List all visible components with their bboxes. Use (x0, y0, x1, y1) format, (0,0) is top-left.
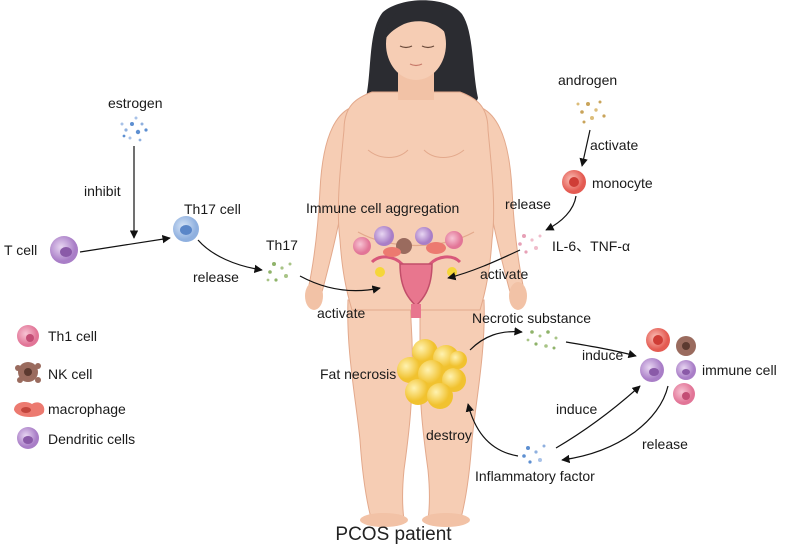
arrows (79, 129, 669, 464)
left-hand (305, 282, 323, 310)
arrow-immune-release (561, 385, 669, 464)
label-immune-cell: immune cell (702, 362, 777, 378)
legend-nk: NK cell (48, 366, 93, 382)
arrow-th17cell-release (197, 239, 263, 273)
nk-cell-icon (15, 362, 41, 383)
arrow-necrotic-induce (565, 341, 637, 359)
label-t-cell: T cell (4, 242, 38, 258)
macrophage-icon (14, 402, 45, 417)
left-leg (347, 299, 413, 523)
torso (337, 91, 495, 311)
arrow-th17-activate (299, 275, 381, 294)
th17-particles-icon (266, 262, 292, 282)
label-androgen: androgen (558, 72, 618, 88)
label-estrogen: estrogen (108, 95, 163, 111)
figure-caption: PCOS patient (335, 524, 452, 545)
label-necrotic: Necrotic substance (472, 310, 592, 326)
label-monocyte: monocyte (592, 175, 653, 191)
immune-cell-cluster-icon (640, 328, 696, 405)
label-activate-top: activate (590, 137, 639, 153)
label-induce-bottom: induce (556, 401, 598, 417)
label-th17: Th17 (266, 237, 298, 253)
label-cytokines: IL-6、TNF-α (552, 238, 631, 254)
label-release-mid: release (505, 196, 551, 212)
label-th17-cell: Th17 cell (184, 201, 241, 217)
right-foot (422, 513, 470, 527)
right-leg (419, 299, 485, 523)
right-hand (509, 282, 527, 310)
inflammatory-particles-icon (522, 444, 546, 464)
label-immune-aggregation: Immune cell aggregation (306, 200, 460, 216)
head (386, 8, 446, 80)
aggregated-immune-cells (353, 226, 463, 257)
left-foot (360, 513, 408, 527)
arrow-androgen-monocyte (579, 129, 591, 167)
label-destroy: destroy (426, 427, 472, 443)
fat-necrosis-cluster (397, 339, 467, 409)
arrow-inflammatory-destroy (465, 403, 519, 457)
legend-dendritic: Dendritic cells (48, 431, 136, 447)
necrotic-particles-icon (526, 330, 558, 350)
patient-figure (305, 0, 527, 527)
cytokine-particles-icon (518, 234, 542, 254)
arrow-monocyte-release (545, 195, 577, 231)
label-release-left: release (193, 269, 239, 285)
arrow-cytokine-activate (447, 249, 521, 281)
label-inhibit: inhibit (84, 183, 121, 199)
arrow-tcell-th17cell (79, 235, 171, 253)
estrogen-particles-icon (120, 116, 148, 142)
arrow-inflammatory-induce (555, 385, 641, 449)
legend-macrophage: macrophage (48, 401, 126, 417)
arrow-fat-necrotic (469, 327, 523, 351)
label-activate-left: activate (317, 305, 366, 321)
androgen-particles-icon (576, 100, 606, 124)
label-fat-necrosis: Fat necrosis (320, 366, 397, 382)
label-inflammatory: Inflammatory factor (475, 468, 595, 484)
label-induce-top: induce (582, 347, 624, 363)
label-release-right: release (642, 436, 688, 452)
legend-th1: Th1 cell (48, 328, 98, 344)
label-activate-right: activate (480, 266, 529, 282)
